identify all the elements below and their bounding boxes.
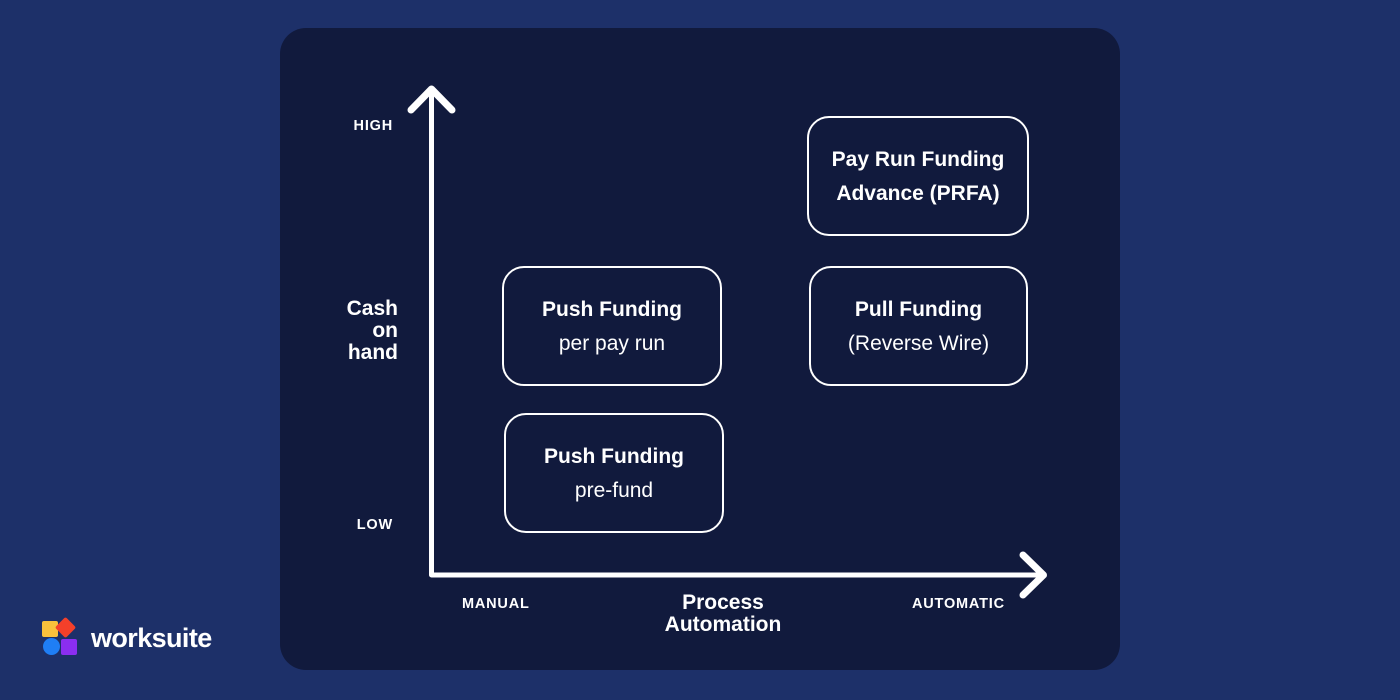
logo-square-yellow-icon: [42, 621, 58, 637]
y-axis-title-line-1: Cash: [346, 297, 398, 320]
quadrant-box-subtitle: per pay run: [558, 331, 666, 355]
x-axis-title: Process Automation: [623, 592, 823, 636]
quadrant-box-subtitle: pre-fund: [574, 478, 654, 502]
brand-name: worksuite: [91, 622, 212, 653]
x-axis-arrowhead-icon: [1019, 551, 1047, 599]
quadrant-box-push-funding-per-pay-run[interactable]: Push Funding per pay run: [502, 266, 722, 386]
y-axis-title-line-3: hand: [347, 341, 398, 364]
quadrant-box-title: Pay Run Funding: [831, 147, 1005, 171]
quadrant-box-pull-funding[interactable]: Pull Funding (Reverse Wire): [809, 266, 1028, 386]
x-axis-automatic-label: AUTOMATIC: [912, 596, 1005, 612]
quadrant-box-title: Push Funding: [544, 444, 684, 468]
y-axis-title-line-2: on: [372, 319, 398, 342]
worksuite-logo-icon: [42, 616, 78, 656]
y-axis-low-label: LOW: [356, 517, 393, 533]
axes-group: [407, 85, 1047, 599]
logo-diamond-red-icon: [54, 616, 77, 639]
y-axis-high-label: HIGH: [353, 118, 393, 134]
quadrant-box-subtitle: (Reverse Wire): [847, 331, 990, 355]
quadrant-box-title: Pull Funding: [854, 297, 983, 321]
quadrant-box-title: Push Funding: [542, 297, 682, 321]
logo-circle-blue-icon: [43, 638, 60, 655]
x-axis-title-line-1: Process: [682, 591, 764, 614]
diagram-panel: HIGH LOW Cash on hand MANUAL AUTOMATIC P…: [280, 28, 1120, 670]
x-axis-manual-label: MANUAL: [462, 596, 530, 612]
quadrant-box-title-line-2: Advance (PRFA): [836, 181, 1000, 205]
quadrant-box-push-funding-pre-fund[interactable]: Push Funding pre-fund: [504, 413, 724, 533]
quadrant-box-prfa[interactable]: Pay Run Funding Advance (PRFA): [807, 116, 1029, 236]
brand-logo: worksuite: [42, 616, 212, 656]
logo-square-purple-icon: [61, 639, 77, 655]
x-axis-title-line-2: Automation: [664, 613, 782, 636]
y-axis-arrowhead-icon: [407, 85, 456, 114]
y-axis-title: Cash on hand: [280, 298, 398, 364]
axis-lines: [429, 87, 1040, 578]
